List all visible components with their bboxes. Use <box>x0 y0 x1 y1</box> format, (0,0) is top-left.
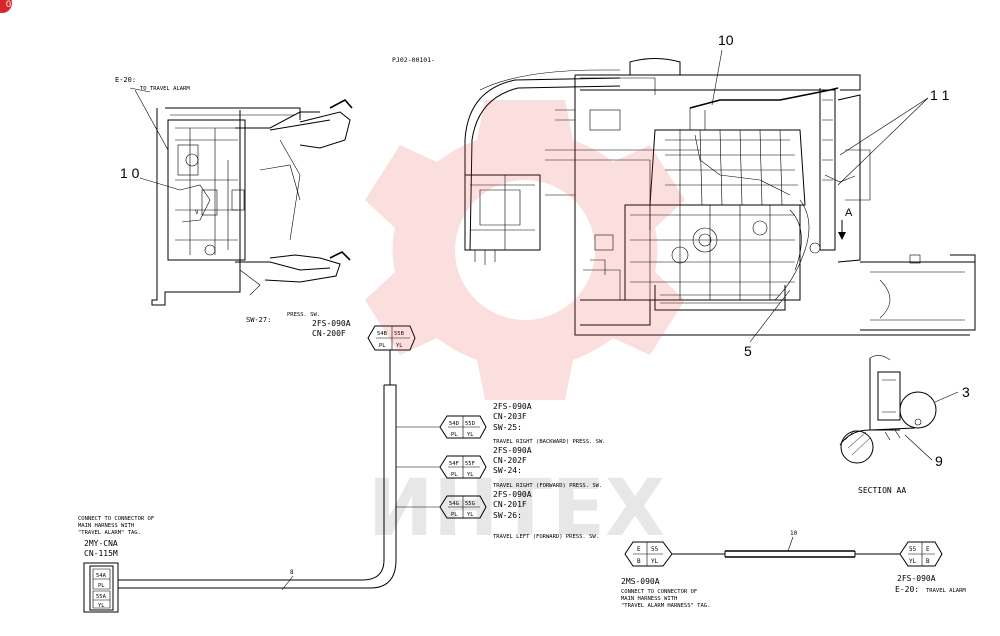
connector-main-cn115m: 54A PL 55A YL <box>83 562 119 613</box>
main-conn-cn: CN-115M <box>84 549 118 558</box>
svg-text:PL: PL <box>379 343 386 349</box>
connector-sw26: 54G 55G PL YL <box>439 495 487 519</box>
callout-10-harness: 10 <box>790 530 798 537</box>
e20-title: E-20: <box>115 76 136 84</box>
svg-text:B: B <box>637 558 641 565</box>
svg-text:YL: YL <box>467 472 474 478</box>
svg-text:54D: 54D <box>449 421 459 427</box>
svg-text:54G: 54G <box>449 501 459 507</box>
callout-10-top: 10 <box>718 32 734 48</box>
sw26-desc: TRAVEL LEFT (FORWARD) PRESS. SW. <box>493 534 599 540</box>
e20-sub: TO TRAVEL ALARM <box>140 86 190 92</box>
fs-part: 2FS-090A <box>897 574 936 583</box>
ms-note-1: CONNECT TO CONNECTOR OF <box>621 589 697 595</box>
svg-text:55G: 55G <box>465 501 475 507</box>
section-aa-drawing: 3 9 SECTION AA <box>839 355 970 495</box>
sw27-desc: PRESS. SW. <box>287 312 320 318</box>
fs-e20: E-20: <box>895 585 919 594</box>
svg-text:PL: PL <box>451 472 458 478</box>
watermark: ИНТЕХ <box>365 100 685 554</box>
section-label: SECTION AA <box>858 486 906 495</box>
svg-text:YL: YL <box>651 558 659 565</box>
connector-fs-right: 55 E YL B <box>899 541 943 567</box>
ms-note-2: MAIN HARNESS WITH <box>621 596 677 602</box>
callout-10-left: 1 0 <box>120 165 140 181</box>
travel-alarm-harness: E 55 B YL 10 55 E YL B 2MS-090A CONNECT … <box>621 530 966 609</box>
callout-3: 3 <box>962 384 970 400</box>
sw24-label: SW-24: <box>493 466 522 475</box>
sw24-desc: TRAVEL RIGHT (FORWARD) PRESS. SW. <box>493 483 602 489</box>
svg-text:55A: 55A <box>96 594 107 600</box>
svg-text:55B: 55B <box>394 331 405 337</box>
sw27-label: SW-27: <box>246 316 271 324</box>
fs-e20-desc: TRAVEL ALARM <box>926 588 966 594</box>
svg-text:54B: 54B <box>377 331 388 337</box>
callout-9: 9 <box>935 453 943 469</box>
svg-text:54A: 54A <box>96 573 107 579</box>
page-marker: 0 <box>0 0 12 13</box>
lever-assembly-drawing: E-20: TO TRAVEL ALARM V 1 0 <box>115 76 353 306</box>
sw25-desc: TRAVEL RIGHT (BACKWARD) PRESS. SW. <box>493 439 606 445</box>
pressure-switch-harness: SW-27: PRESS. SW. 2FS-090A CN-200F 54B 5… <box>78 312 606 613</box>
sw26-cn: CN-201F <box>493 500 527 509</box>
connector-sw27: 54B 55B PL YL <box>367 325 416 351</box>
main-conn-part: 2MY-CNA <box>84 539 118 548</box>
svg-text:PL: PL <box>98 583 105 589</box>
main-conn-note-1: CONNECT TO CONNECTOR OF <box>78 516 154 522</box>
svg-text:55D: 55D <box>465 421 475 427</box>
main-conn-note-2: MAIN HARNESS WITH <box>78 523 134 529</box>
sw26-part: 2FS-090A <box>493 490 532 499</box>
connector-sw25: 54D 55D PL YL <box>439 415 487 439</box>
sw25-part: 2FS-090A <box>493 402 532 411</box>
ms-note-3: "TRAVEL ALARM HARNESS" TAG. <box>621 603 710 609</box>
svg-text:YL: YL <box>467 512 474 518</box>
sw24-part: 2FS-090A <box>493 446 532 455</box>
connector-sw24: 54F 55F PL YL <box>439 455 487 479</box>
sw25-cn: CN-203F <box>493 412 527 421</box>
svg-text:YL: YL <box>467 432 474 438</box>
ms-part: 2MS-090A <box>621 577 660 586</box>
sw26-label: SW-26: <box>493 511 522 520</box>
svg-text:YL: YL <box>909 558 917 565</box>
engine-assembly-drawing: A 10 1 1 5 <box>464 32 976 359</box>
main-conn-note-3: "TRAVEL ALARM" TAG. <box>78 530 141 536</box>
page-marker-text: 0 <box>6 0 11 9</box>
svg-text:E: E <box>926 546 930 553</box>
svg-text:V: V <box>195 209 199 216</box>
arrow-a-label: A <box>845 207 853 219</box>
sw24-cn: CN-202F <box>493 456 527 465</box>
svg-text:PL: PL <box>451 432 458 438</box>
svg-text:55: 55 <box>909 546 917 553</box>
callout-11: 1 1 <box>930 87 950 103</box>
sw27-part: 2FS-090A <box>312 319 351 328</box>
svg-text:B: B <box>926 558 930 565</box>
callout-8: 8 <box>290 569 294 576</box>
ref-code: PJ02-00101- <box>392 56 435 64</box>
sw25-label: SW-25: <box>493 423 522 432</box>
svg-text:YL: YL <box>396 343 403 349</box>
watermark-text: ИНТЕХ <box>368 464 665 554</box>
sw27-cn: CN-200F <box>312 329 346 338</box>
callout-5: 5 <box>744 343 752 359</box>
svg-text:55: 55 <box>651 546 659 553</box>
svg-text:PL: PL <box>451 512 458 518</box>
svg-text:55F: 55F <box>465 461 475 467</box>
svg-text:YL: YL <box>98 603 105 609</box>
svg-text:54F: 54F <box>449 461 459 467</box>
svg-text:E: E <box>637 546 641 553</box>
